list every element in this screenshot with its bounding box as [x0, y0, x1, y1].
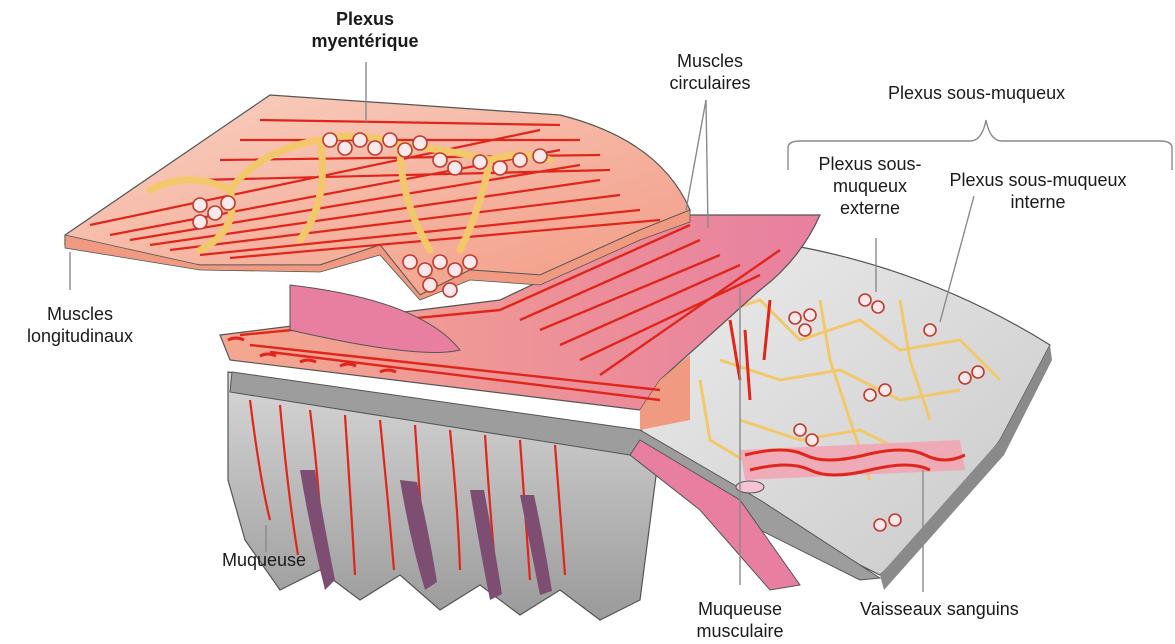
label-line: Muqueuse	[670, 598, 810, 620]
label-line: Muscles	[660, 50, 760, 72]
label-line: Plexus sous-muqueux	[938, 169, 1138, 191]
label-line: Plexus sous-	[805, 153, 935, 175]
label-plexus-sous-muqueux-externe: Plexus sous- muqueux externe	[805, 153, 935, 219]
label-line: Plexus	[310, 8, 420, 30]
label-plexus-sous-muqueux: Plexus sous-muqueux	[888, 82, 1065, 104]
label-line: longitudinaux	[10, 325, 150, 347]
label-vaisseaux-sanguins: Vaisseaux sanguins	[860, 598, 1019, 620]
label-line: muqueux	[805, 175, 935, 197]
label-line: myentérique	[310, 30, 420, 52]
label-line: musculaire	[670, 620, 810, 642]
label-line: externe	[805, 197, 935, 219]
label-muqueuse-musculaire: Muqueuse musculaire	[670, 598, 810, 642]
label-plexus-sous-muqueux-interne: Plexus sous-muqueux interne	[938, 169, 1138, 213]
label-muqueuse: Muqueuse	[222, 549, 306, 571]
label-muscles-longitudinaux: Muscles longitudinaux	[10, 303, 150, 347]
label-plexus-myenterique: Plexus myentérique	[310, 8, 420, 52]
label-line: circulaires	[660, 72, 760, 94]
label-line: Muscles	[10, 303, 150, 325]
label-muscles-circulaires: Muscles circulaires	[660, 50, 760, 94]
label-line: interne	[938, 191, 1138, 213]
